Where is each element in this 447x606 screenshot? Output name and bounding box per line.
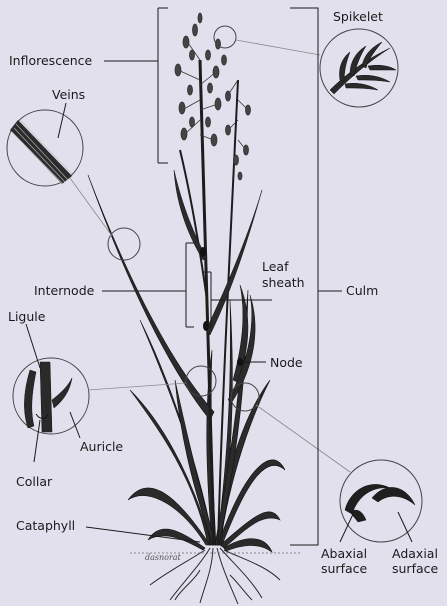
collar-magnified: [13, 358, 89, 434]
internode-label: Internode: [34, 284, 94, 298]
leaf-sheath-label-line2: sheath: [262, 276, 305, 290]
ligule-label: Ligule: [8, 310, 45, 324]
auricle-label: Auricle: [80, 440, 123, 454]
veins-label: Veins: [52, 88, 85, 102]
veins-magnified: [7, 110, 83, 186]
node-label: Node: [270, 356, 303, 370]
cataphyll-label: Cataphyll: [16, 519, 75, 533]
spikelet-magnified: [320, 29, 398, 107]
inflorescence-panicles: [175, 13, 251, 180]
spikelet-label: Spikelet: [333, 10, 383, 24]
leaf-sheath-label-line1: Leaf: [262, 260, 289, 274]
artist-signature: dasnorat: [145, 553, 181, 562]
culm-label: Culm: [346, 284, 378, 298]
adaxial-surface-label-line2: surface: [392, 562, 438, 576]
collar-label: Collar: [16, 475, 52, 489]
inflorescence-label: Inflorescence: [9, 54, 92, 68]
adaxial-surface-label-line1: Adaxial: [392, 547, 438, 561]
long-leaf-blade: [88, 175, 214, 420]
abaxial-surface-label-line2: surface: [321, 562, 367, 576]
upper-leaves: [174, 170, 262, 402]
leaf-surface-magnified: [340, 460, 422, 542]
abaxial-surface-label-line1: Abaxial: [321, 547, 367, 561]
